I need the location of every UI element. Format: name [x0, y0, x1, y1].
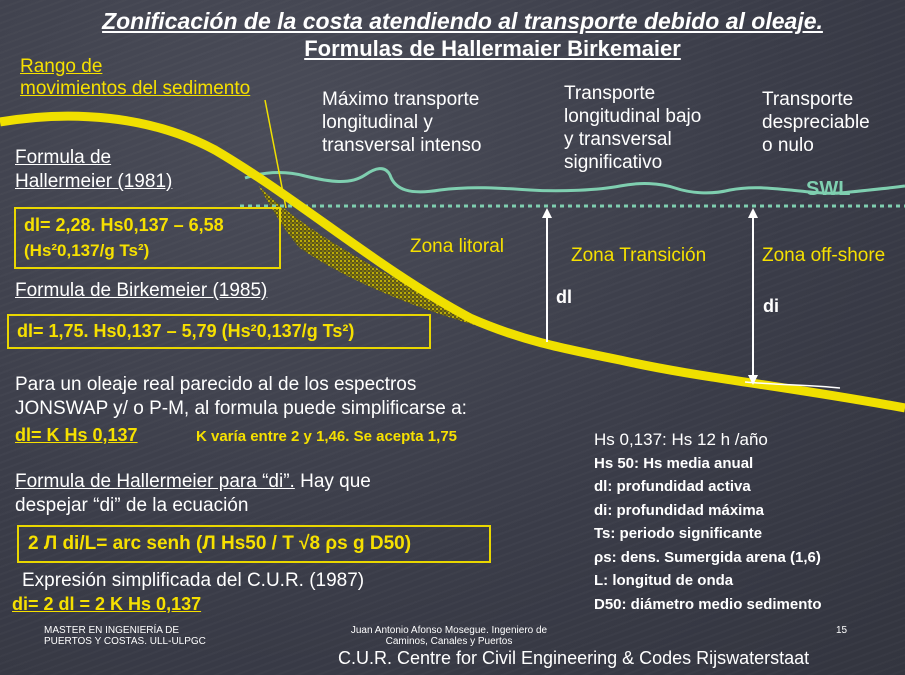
- dl-arrow-head-top: [542, 208, 552, 218]
- legend-item: Ts: periodo significante: [594, 525, 763, 542]
- hallermeier-heading-1: Formula de: [15, 147, 112, 168]
- slide-title: Zonificación de la costa atendiendo al t…: [102, 8, 823, 34]
- para-line-2: JONSWAP y/ o P-M, al formula puede simpl…: [15, 398, 467, 419]
- di-arrow-label: di: [763, 296, 779, 316]
- swl-label: SWL: [806, 178, 851, 200]
- legend-item: L: longitud de onda: [594, 572, 734, 589]
- dl-arrow-label: dl: [556, 287, 572, 307]
- legend-item: di: profundidad máxima: [594, 501, 765, 519]
- footer-source: C.U.R. Centre for Civil Engineering & Co…: [338, 648, 810, 668]
- rango-pointer: [264, 99, 287, 209]
- low-transport-text: Transporte longitudinal bajo y transvers…: [564, 83, 702, 173]
- birkemeier-heading: Formula de Birkemeier (1985): [15, 280, 268, 301]
- legend-item: Hs 50: Hs media anual: [594, 454, 754, 472]
- wave-profile: [244, 167, 905, 195]
- birkemeier-formula-box: dl= 1,75. Hs0,137 – 5,79 (Hs²0,137/g Ts²…: [7, 314, 431, 349]
- cur-formula: di= 2 dl = 2 K Hs 0,137: [12, 594, 202, 614]
- page-number: 15: [836, 625, 848, 636]
- rango-label-2: movimientos del sedimento: [20, 78, 251, 99]
- zona-litoral-label: Zona litoral: [410, 236, 504, 257]
- rango-label-1: Rango de: [20, 56, 103, 77]
- para-line-1: Para un oleaje real parecido al de los e…: [15, 374, 417, 395]
- hallermeier-formula-line-2: (Hs²0,137/g Ts²): [24, 241, 150, 260]
- di-heading-line-1: Formula de Hallermeier para “di”. Hay qu…: [15, 471, 371, 492]
- footer-center: Juan Antonio Afonso Mosegue. Ingeniero d…: [350, 625, 548, 647]
- negligible-transport-text: Transporte despreciable o nulo: [762, 89, 870, 156]
- legend-item: dl: profundidad activa: [594, 478, 751, 495]
- hallermeier-formula-box: dl= 2,28. Hs0,137 – 6,58 (Hs²0,137/g Ts²…: [14, 207, 281, 269]
- simplified-formula: dl= K Hs 0,137: [15, 425, 138, 445]
- cur-line: Expresión simplificada del C.U.R. (1987): [22, 570, 365, 591]
- hallermeier-heading-2: Hallermeier (1981): [15, 171, 173, 192]
- zona-transicion-label: Zona Transición: [571, 245, 707, 266]
- di-heading-line-2: despejar “di” de la ecuación: [15, 495, 249, 516]
- birkemeier-formula: dl= 1,75. Hs0,137 – 5,79 (Hs²0,137/g Ts²…: [17, 321, 355, 341]
- legend-item: D50: diámetro medio sedimento: [594, 595, 822, 613]
- offshore-bottom: [744, 381, 841, 389]
- max-transport-text: Máximo transporte longitudinal y transve…: [322, 89, 482, 156]
- slide-subtitle: Formulas de Hallermaier Birkemaier: [304, 36, 681, 61]
- hallermeier-formula-line-1: dl= 2,28. Hs0,137 – 6,58: [24, 215, 224, 235]
- symbol-legend: Hs 0,137: Hs 12 h /año Hs 50: Hs media a…: [594, 428, 822, 616]
- legend-item: Hs 0,137: Hs 12 h /año: [594, 430, 768, 449]
- di-arrow-head-bottom: [748, 375, 758, 385]
- k-note: K varía entre 2 y 1,46. Se acepta 1,75: [196, 428, 457, 445]
- footer-left: MASTER EN INGENIERÍA DE PUERTOS Y COSTAS…: [44, 625, 206, 647]
- zona-offshore-label: Zona off-shore: [762, 245, 886, 266]
- di-formula-box: 2 Л di/L= arc senh (Л Hs50 / T √8 ρs g D…: [17, 525, 491, 563]
- beach-profile: [0, 111, 905, 413]
- legend-item: ρs: dens. Sumergida arena (1,6): [594, 548, 821, 566]
- di-arrow-head-top: [748, 208, 758, 218]
- di-formula: 2 Л di/L= arc senh (Л Hs50 / T √8 ρs g D…: [28, 533, 412, 554]
